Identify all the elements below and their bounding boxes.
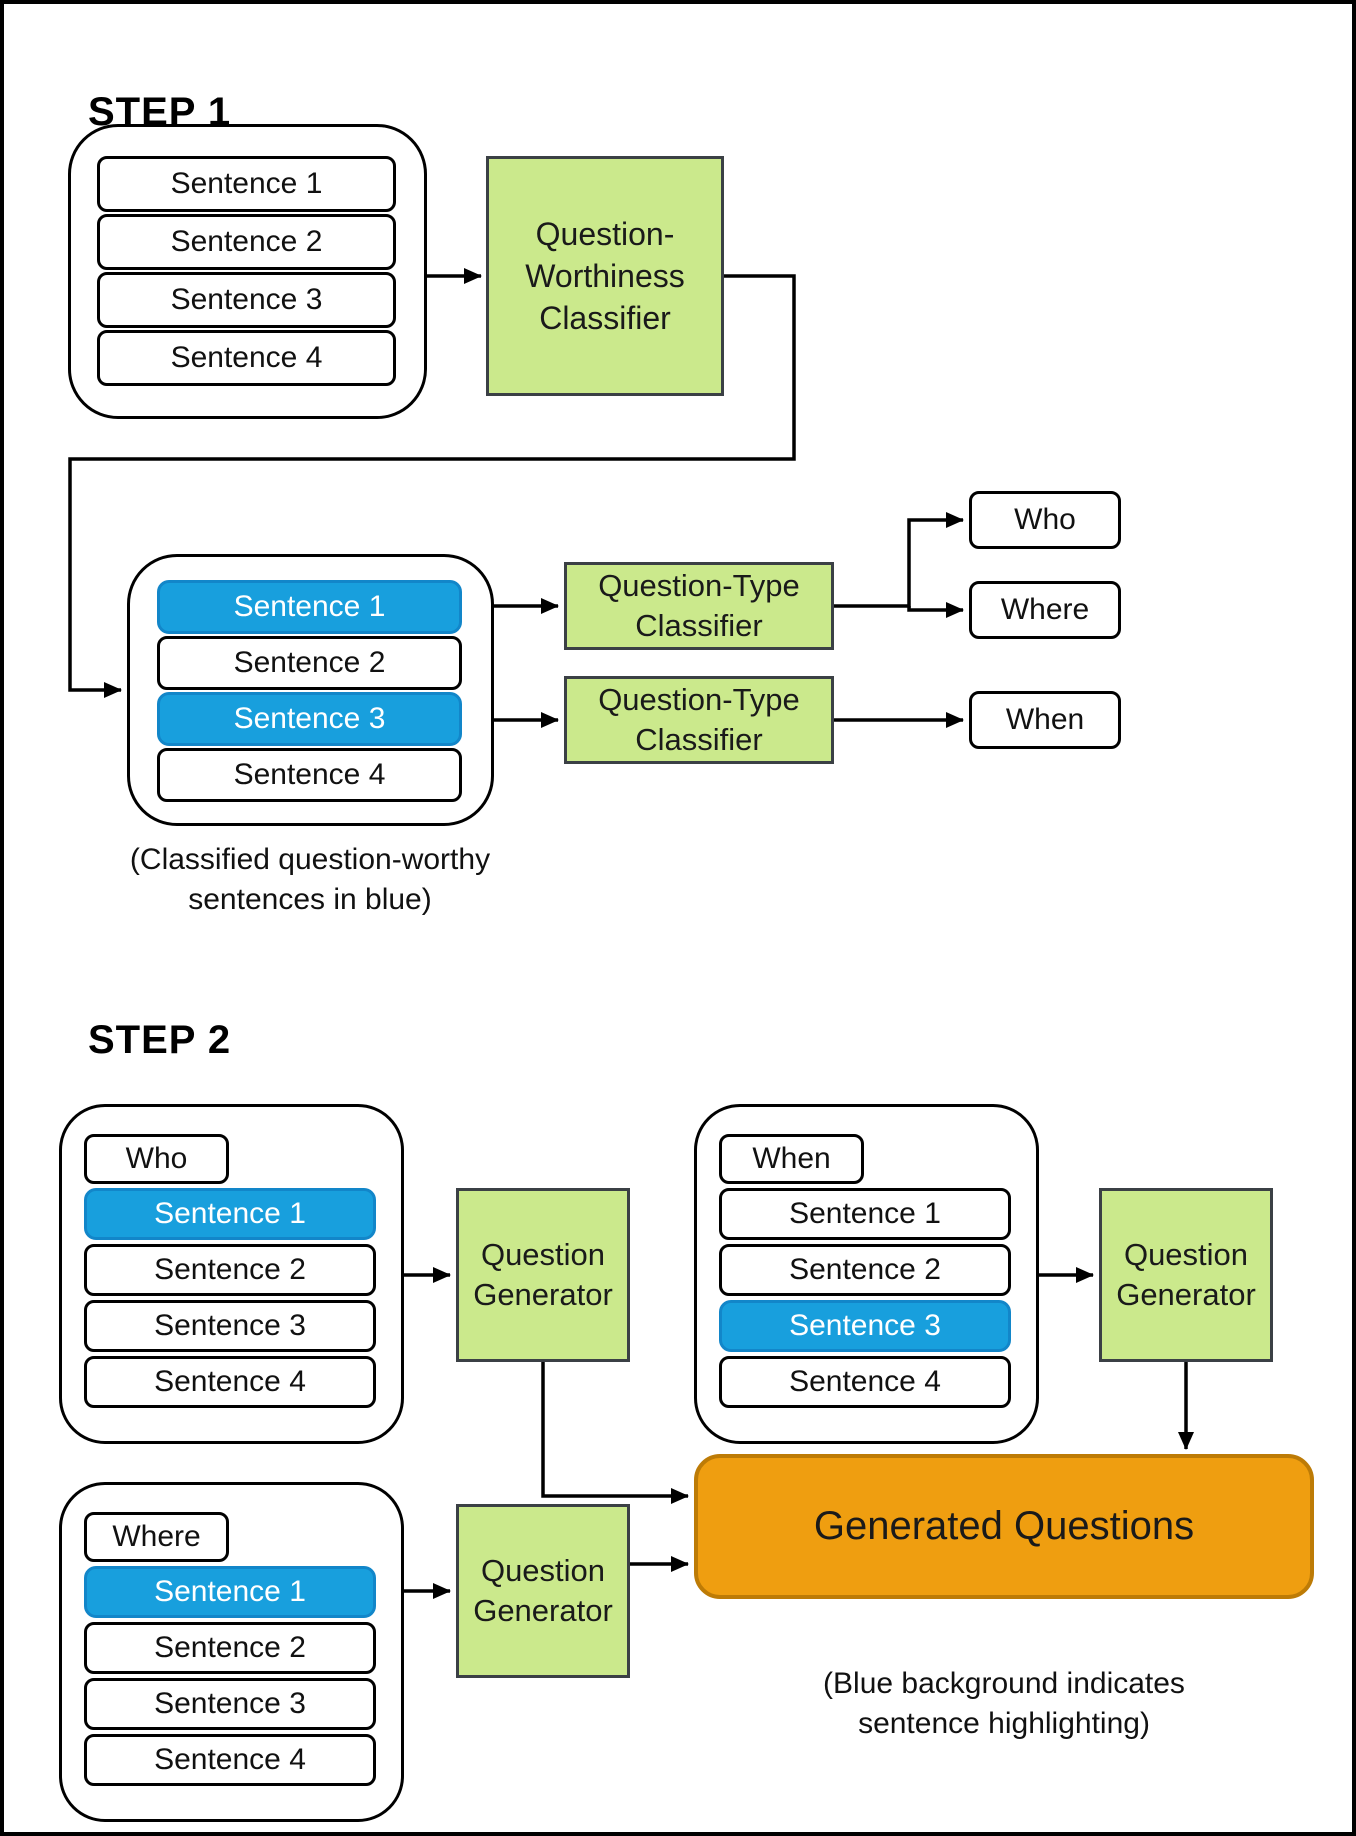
question-worthiness-classifier-box: Question- Worthiness Classifier: [486, 156, 724, 396]
question-type-when-box: When: [969, 691, 1121, 749]
caption-line: (Classified question-worthy: [129, 843, 491, 876]
caption-line: sentence highlighting): [858, 1707, 1150, 1740]
sentence-box: Sentence 2: [719, 1244, 1011, 1296]
sentence-box: Sentence 4: [719, 1356, 1011, 1408]
question-type-classifier-1-box: Question-Type Classifier: [564, 562, 834, 650]
question-generator-2-box: Question Generator: [1099, 1188, 1273, 1362]
sentence-box: Sentence 1: [97, 156, 396, 212]
classifier-label-line: Classifier: [539, 300, 671, 337]
classifier-label-line: Classifier: [635, 608, 763, 643]
sentence-box: Sentence 1: [719, 1188, 1011, 1240]
step2-caption: (Blue background indicates sentence high…: [764, 1664, 1244, 1744]
caption-line: sentences in blue): [188, 883, 432, 916]
step1-caption: (Classified question-worthy sentences in…: [104, 840, 516, 920]
question-type-who-box: Who: [969, 491, 1121, 549]
classifier-label-line: Classifier: [635, 722, 763, 757]
sentence-box-highlighted: Sentence 1: [157, 580, 462, 634]
sentence-box: Sentence 3: [84, 1678, 376, 1730]
sentence-box: Sentence 2: [84, 1244, 376, 1296]
sentence-box-highlighted: Sentence 1: [84, 1566, 376, 1618]
connector-type1-to-where: [907, 602, 964, 618]
question-type-where-box: Where: [969, 581, 1121, 639]
question-generator-3-box: Question Generator: [456, 1504, 630, 1678]
generator-label-line: Question: [1123, 1236, 1249, 1272]
sentence-box: Sentence 3: [84, 1300, 376, 1352]
sentence-box: Sentence 4: [97, 330, 396, 386]
sentence-box-highlighted: Sentence 3: [157, 692, 462, 746]
generator-label-line: Question: [480, 1236, 606, 1272]
connector-type1-to-who: [834, 512, 964, 608]
generator-label-line: Generator: [1116, 1277, 1256, 1312]
generator-label-line: Generator: [473, 1277, 613, 1312]
step2-heading: STEP 2: [88, 1018, 232, 1062]
sentence-box: Sentence 4: [84, 1356, 376, 1408]
caption-line: (Blue background indicates: [823, 1667, 1185, 1700]
question-type-tag: Who: [84, 1134, 229, 1184]
sentence-box: Sentence 3: [97, 272, 396, 328]
generator-label-line: Generator: [473, 1593, 613, 1628]
question-type-classifier-2-box: Question-Type Classifier: [564, 676, 834, 764]
sentence-box: Sentence 2: [157, 636, 462, 690]
sentence-box: Sentence 2: [97, 214, 396, 270]
question-type-tag: When: [719, 1134, 864, 1184]
question-type-tag: Where: [84, 1512, 229, 1562]
classifier-label-line: Question-: [535, 215, 675, 252]
sentence-box: Sentence 4: [157, 748, 462, 802]
sentence-box: Sentence 4: [84, 1734, 376, 1786]
sentence-box: Sentence 2: [84, 1622, 376, 1674]
sentence-box-highlighted: Sentence 3: [719, 1300, 1011, 1352]
classifier-label-line: Question-Type: [598, 681, 800, 717]
question-generator-1-box: Question Generator: [456, 1188, 630, 1362]
classifier-label-line: Question-Type: [598, 567, 800, 603]
classifier-label-line: Worthiness: [525, 257, 685, 294]
sentence-box-highlighted: Sentence 1: [84, 1188, 376, 1240]
connector-generator1-to-generated: [541, 1362, 689, 1504]
generator-label-line: Question: [480, 1552, 606, 1588]
generated-questions-box: Generated Questions: [694, 1454, 1314, 1599]
